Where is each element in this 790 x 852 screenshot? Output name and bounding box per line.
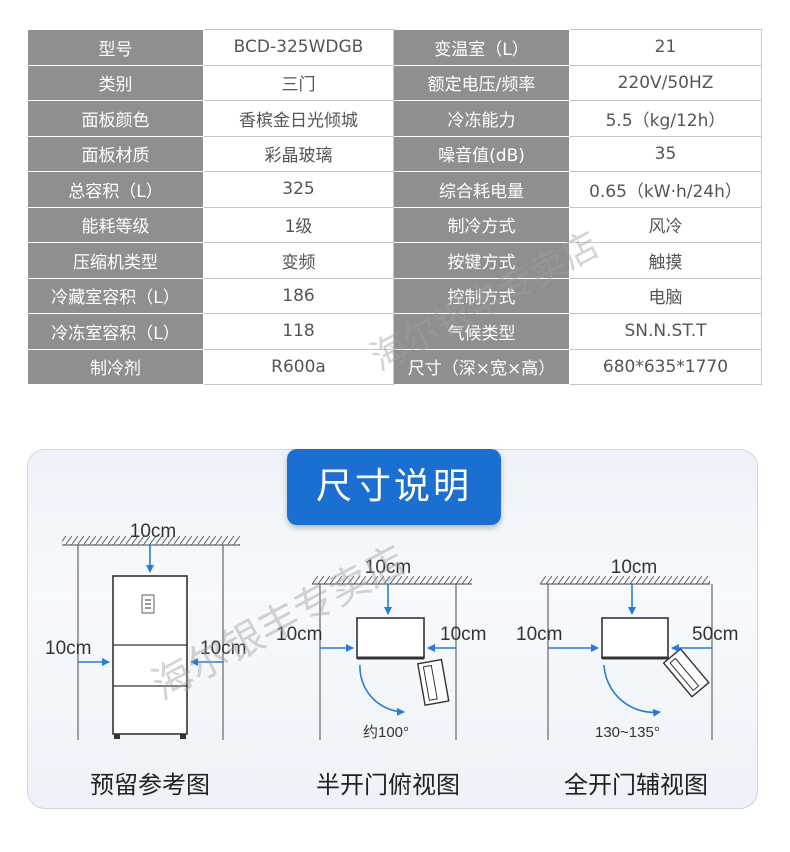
front-left-gap: 10cm (45, 638, 91, 659)
spec-value: 三门 (203, 64, 394, 101)
spec-value: 1级 (203, 206, 394, 243)
spec-value: 21 (569, 29, 762, 66)
diagram-half-open-top-view: 10cm 10cm 10cm 约100° (276, 557, 486, 741)
spec-label: 综合耗电量 (393, 171, 570, 208)
full-top-gap: 10cm (611, 557, 657, 578)
spec-label: 额定电压/频率 (393, 64, 570, 101)
half-open-angle: 约100° (363, 724, 409, 741)
full-open-angle: 130~135° (595, 724, 660, 741)
spec-label: 压缩机类型 (27, 242, 204, 279)
diagram-full-open-view: 10cm 10cm 50cm 130~135° (516, 557, 738, 741)
caption-full-open: 全开门辅视图 (564, 771, 708, 799)
half-left-gap: 10cm (276, 624, 322, 645)
spec-value: R600a (203, 348, 394, 385)
spec-value: 220V/50HZ (569, 64, 762, 101)
spec-label: 气候类型 (393, 313, 570, 350)
spec-label: 制冷方式 (393, 206, 570, 243)
caption-front-view: 预留参考图 (90, 771, 210, 799)
panel-title: 尺寸说明 (315, 466, 472, 507)
spec-value: 0.65（kW·h/24h） (569, 171, 762, 208)
spec-value: 325 (203, 171, 394, 208)
spec-label: 制冷剂 (27, 348, 204, 385)
spec-value: 35 (569, 135, 762, 172)
spec-label: 冷冻室容积（L） (27, 313, 204, 350)
spec-label: 冷藏室容积（L） (27, 277, 204, 314)
panel-title-box: 尺寸说明 (287, 449, 501, 525)
spec-label: 面板颜色 (27, 100, 204, 137)
diagram-front-view: 10cm 10cm 10cm (45, 521, 246, 740)
front-right-gap: 10cm (200, 638, 246, 659)
spec-value: 186 (203, 277, 394, 314)
half-right-gap: 10cm (440, 624, 486, 645)
spec-label: 能耗等级 (27, 206, 204, 243)
half-top-gap: 10cm (365, 557, 411, 578)
spec-label: 面板材质 (27, 135, 204, 172)
spec-label: 冷冻能力 (393, 100, 570, 137)
front-top-gap: 10cm (130, 521, 176, 542)
spec-label: 尺寸（深×宽×高） (393, 348, 570, 385)
spec-row: 压缩机类型变频按键方式触摸 (27, 242, 762, 279)
spec-label: 型号 (27, 29, 204, 66)
full-left-gap: 10cm (516, 624, 562, 645)
spec-value: 彩晶玻璃 (203, 135, 394, 172)
spec-row: 面板材质彩晶玻璃噪音值(dB)35 (27, 135, 762, 172)
spec-value: 118 (203, 313, 394, 350)
full-right-gap: 50cm (692, 624, 738, 645)
spec-value: 680*635*1770 (569, 348, 762, 385)
caption-half-open: 半开门俯视图 (316, 771, 460, 799)
spec-value: 5.5（kg/12h） (569, 100, 762, 137)
spec-value: 香槟金日光倾城 (203, 100, 394, 137)
spec-value: 变频 (203, 242, 394, 279)
spec-value: 风冷 (569, 206, 762, 243)
spec-value: 电脑 (569, 277, 762, 314)
spec-label: 类别 (27, 64, 204, 101)
spec-label: 噪音值(dB) (393, 135, 570, 172)
spec-label: 按键方式 (393, 242, 570, 279)
spec-label: 控制方式 (393, 277, 570, 314)
